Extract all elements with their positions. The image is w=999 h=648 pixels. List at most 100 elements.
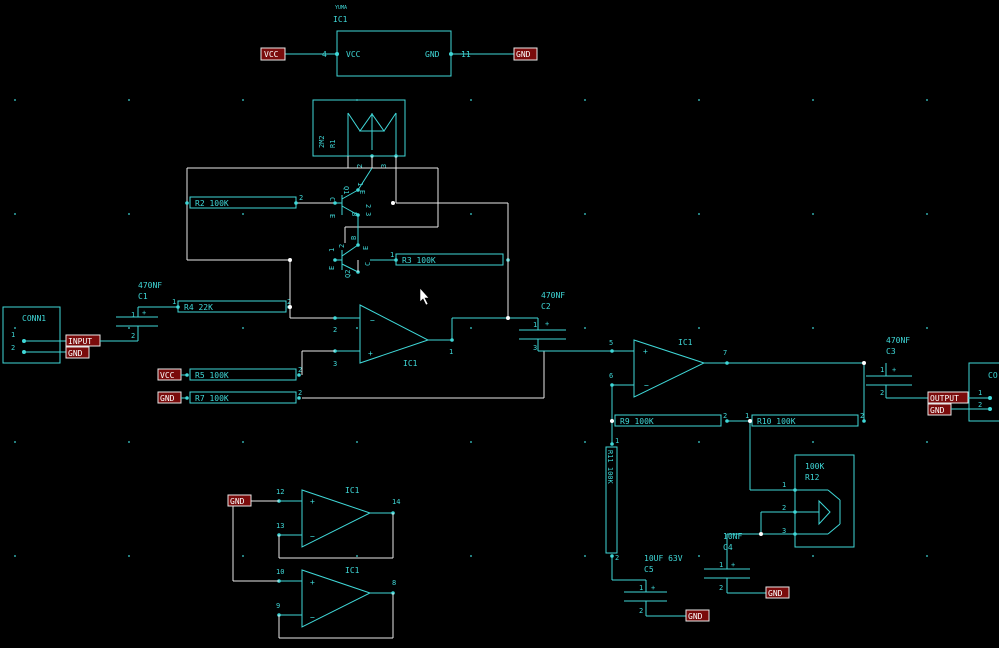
c3-plus: + <box>892 366 896 374</box>
transistor-q2[interactable]: Q2 E 1 2 B E C <box>328 236 372 278</box>
grid-dot <box>584 213 586 215</box>
c4-pin1: 1 <box>719 561 723 569</box>
transistor-q1[interactable]: Q1 C E E B 1 2 3 <box>328 182 372 218</box>
pot-r1[interactable]: 2M2 R1 2 3 <box>312 99 406 168</box>
resistor-r11[interactable]: R11 100K 1 2 <box>605 437 619 562</box>
r4-pin1: 1 <box>172 298 176 306</box>
grid-dot <box>584 327 586 329</box>
resistor-r5[interactable]: R5 100K 2 <box>185 366 302 381</box>
grid-dot <box>128 327 130 329</box>
opamp-c-pin14: 14 <box>392 498 400 506</box>
gnd-tag-c4[interactable]: GND <box>765 586 790 599</box>
q1-c: C <box>328 197 336 201</box>
grid-dot <box>128 441 130 443</box>
c4-value: 10NF <box>723 532 742 541</box>
r12-pin1: 1 <box>782 481 786 489</box>
grid-dot <box>470 99 472 101</box>
connector-conn1[interactable]: CONN1 1 2 <box>2 306 66 364</box>
r11-label: R11 100K <box>606 450 614 485</box>
conn1-pin2: 2 <box>11 344 15 352</box>
power-ic[interactable]: YUMA IC1 VCC GND 4 11 <box>285 5 514 77</box>
gnd-tag-conn1-text: GND <box>68 349 83 358</box>
opamp-d-pin8: 8 <box>392 579 396 587</box>
opamp-a[interactable]: − + IC1 2 3 1 <box>333 304 454 368</box>
opamp-c[interactable]: + − IC1 12 13 14 <box>276 486 400 548</box>
resistor-r4[interactable]: R4 22K 1 2 <box>172 298 291 313</box>
opamp-a-name: IC1 <box>403 359 418 368</box>
opamp-b-pin7: 7 <box>723 349 727 357</box>
gnd-tag-output[interactable]: GND <box>927 403 952 416</box>
grid-dot <box>242 99 244 101</box>
grid-dot <box>242 327 244 329</box>
gnd-tag-conn1[interactable]: GND <box>65 346 90 359</box>
gnd-tag-spare-text: GND <box>230 497 245 506</box>
c4-plus: + <box>731 561 735 569</box>
capacitor-c2[interactable]: 470NF C2 1 + 3 <box>519 291 566 352</box>
grid-dot <box>812 441 814 443</box>
resistor-r9[interactable]: R9 100K 2 <box>610 412 729 427</box>
gnd-tag-top[interactable]: GND <box>513 47 538 61</box>
trimmer-r12[interactable]: 100K R12 1 2 3 <box>782 454 855 548</box>
opamp-b-name: IC1 <box>678 338 693 347</box>
grid-dot <box>584 555 586 557</box>
r11-pin1: 1 <box>615 437 619 445</box>
mouse-cursor-icon <box>419 287 430 306</box>
q2-n1: 1 <box>328 248 336 252</box>
conn1-pin1: 1 <box>11 331 15 339</box>
resistor-r2[interactable]: R2 100K 2 <box>185 194 303 209</box>
grid-dot <box>242 441 244 443</box>
pot-r1-name: R1 <box>329 140 337 148</box>
gnd-tag-r7[interactable]: GND <box>157 391 182 404</box>
opamp-b-plus: + <box>643 347 648 356</box>
output-tag[interactable]: OUTPUT <box>927 391 969 404</box>
r4-pin2: 2 <box>287 298 291 306</box>
grid-dot <box>14 555 16 557</box>
opamp-d[interactable]: + − IC1 10 9 8 <box>276 566 396 628</box>
grid-dot <box>812 213 814 215</box>
opamp-b-pin6: 6 <box>609 372 613 380</box>
grid-dot <box>926 441 928 443</box>
conn1-name: CONN1 <box>22 314 46 323</box>
q2-e: E <box>328 266 336 270</box>
gnd-tag-spare[interactable]: GND <box>227 494 252 507</box>
resistor-r7[interactable]: R7 100K 2 <box>185 389 302 404</box>
c1-pin2: 2 <box>131 332 135 340</box>
grid-dot <box>14 99 16 101</box>
connector-conn2[interactable]: CO 1 2 <box>951 362 999 422</box>
capacitor-c5[interactable]: 10UF 63V C5 1 + 2 <box>624 554 683 616</box>
gnd-tag-c5[interactable]: GND <box>685 609 710 622</box>
opamp-a-pin1: 1 <box>449 348 453 356</box>
input-tag[interactable]: INPUT <box>65 334 101 347</box>
gnd-tag-r7-text: GND <box>160 394 175 403</box>
opamp-c-minus: − <box>310 532 315 541</box>
capacitor-c4[interactable]: 10NF C4 1 + 2 <box>704 532 750 593</box>
c2-pin3: 3 <box>533 344 537 352</box>
q2-name: Q2 <box>344 270 352 278</box>
c1-value: 470NF <box>138 281 162 290</box>
grid-dot <box>926 99 928 101</box>
vcc-tag-r5[interactable]: VCC <box>157 368 182 381</box>
opamp-b[interactable]: + − IC1 5 6 7 <box>609 338 864 398</box>
grid-dot <box>584 441 586 443</box>
c2-pin1: 1 <box>533 321 537 329</box>
opamp-d-pin10: 10 <box>276 568 284 576</box>
q2-c: C <box>364 262 372 266</box>
vcc-tag-top[interactable]: VCC <box>260 47 286 61</box>
resistor-r10[interactable]: R10 100K 1 2 <box>745 412 866 427</box>
q1-e2: E <box>358 190 366 194</box>
capacitor-c1[interactable]: 470NF C1 1 + 2 <box>116 281 162 341</box>
resistor-r3[interactable]: R3 100K 1 <box>390 251 510 266</box>
grid-dot <box>698 327 700 329</box>
conn2-pin2: 2 <box>978 401 982 409</box>
capacitor-c3[interactable]: 470NF C3 1 + 2 <box>866 336 912 398</box>
grid-dot <box>128 555 130 557</box>
ic-power-gnd-label: GND <box>425 50 440 59</box>
ic-tiny-label: YUMA <box>335 5 347 11</box>
c1-pin1: 1 <box>131 311 135 319</box>
grid-dot <box>812 99 814 101</box>
opamp-d-name: IC1 <box>345 566 360 575</box>
grid-dot <box>698 99 700 101</box>
c4-pin2: 2 <box>719 584 723 592</box>
r11-pin2: 2 <box>615 554 619 562</box>
